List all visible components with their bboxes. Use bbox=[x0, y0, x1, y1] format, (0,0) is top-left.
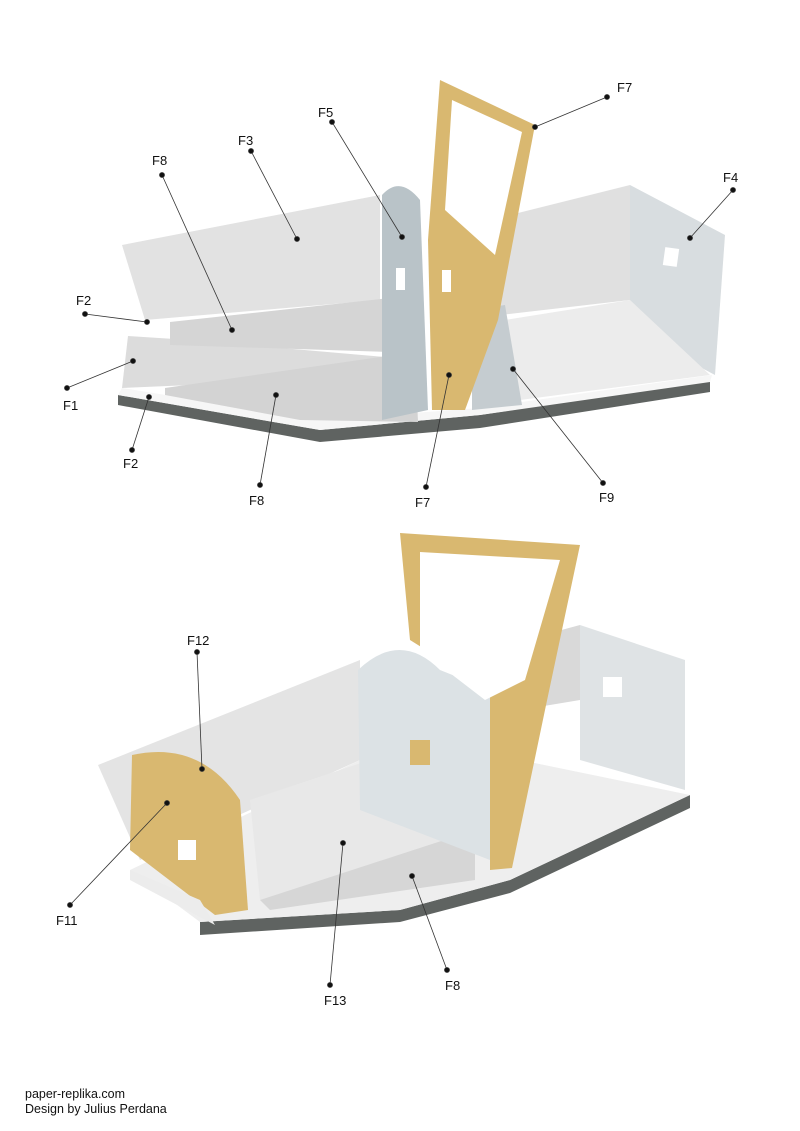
bulkhead-f5 bbox=[382, 186, 428, 420]
label-f9: F9 bbox=[599, 490, 614, 505]
hull-bottom-edge bbox=[200, 795, 690, 935]
part-labels: F7 F5 F3 F8 F4 F2 F1 F2 F8 F7 F9 F12 F11… bbox=[56, 80, 738, 1008]
label-f1: F1 bbox=[63, 398, 78, 413]
floor-right bbox=[505, 300, 710, 400]
label-f11: F11 bbox=[56, 913, 77, 928]
window bbox=[410, 740, 430, 765]
frame-f7-opening bbox=[445, 100, 522, 255]
back-wall-f3 bbox=[122, 195, 380, 320]
window bbox=[442, 270, 451, 292]
label-f8: F8 bbox=[152, 153, 167, 168]
end-wall bbox=[580, 625, 685, 790]
footer: paper-replika.com Design by Julius Perda… bbox=[25, 1087, 167, 1117]
divider-f8-back bbox=[170, 298, 390, 352]
bulkhead-f11 bbox=[130, 752, 248, 915]
label-f4: F4 bbox=[723, 170, 738, 185]
label-f3: F3 bbox=[238, 133, 253, 148]
site-name: paper-replika.com bbox=[25, 1087, 126, 1101]
frame-f7-opening bbox=[420, 552, 560, 700]
designer-credit: Design by Julius Perdana bbox=[25, 1102, 167, 1116]
label-f8: F8 bbox=[249, 493, 264, 508]
label-f5: F5 bbox=[318, 105, 333, 120]
label-f13: F13 bbox=[324, 993, 346, 1008]
divider-f8-front bbox=[165, 352, 418, 422]
window bbox=[603, 677, 622, 697]
label-f7: F7 bbox=[617, 80, 632, 95]
window bbox=[396, 268, 405, 290]
back-wall-right bbox=[490, 185, 630, 315]
label-f2: F2 bbox=[123, 456, 138, 471]
label-f8: F8 bbox=[445, 978, 460, 993]
bow-step bbox=[130, 870, 215, 925]
window bbox=[178, 840, 196, 860]
label-f7: F7 bbox=[415, 495, 430, 510]
label-f12: F12 bbox=[187, 633, 209, 648]
window bbox=[662, 247, 680, 267]
side-f8 bbox=[260, 830, 475, 910]
bottom-model bbox=[98, 533, 690, 935]
leader-lines bbox=[64, 94, 736, 988]
hull-bottom-edge bbox=[118, 380, 710, 442]
label-f2: F2 bbox=[76, 293, 91, 308]
floor-f2 bbox=[118, 375, 712, 430]
top-model bbox=[118, 80, 725, 442]
